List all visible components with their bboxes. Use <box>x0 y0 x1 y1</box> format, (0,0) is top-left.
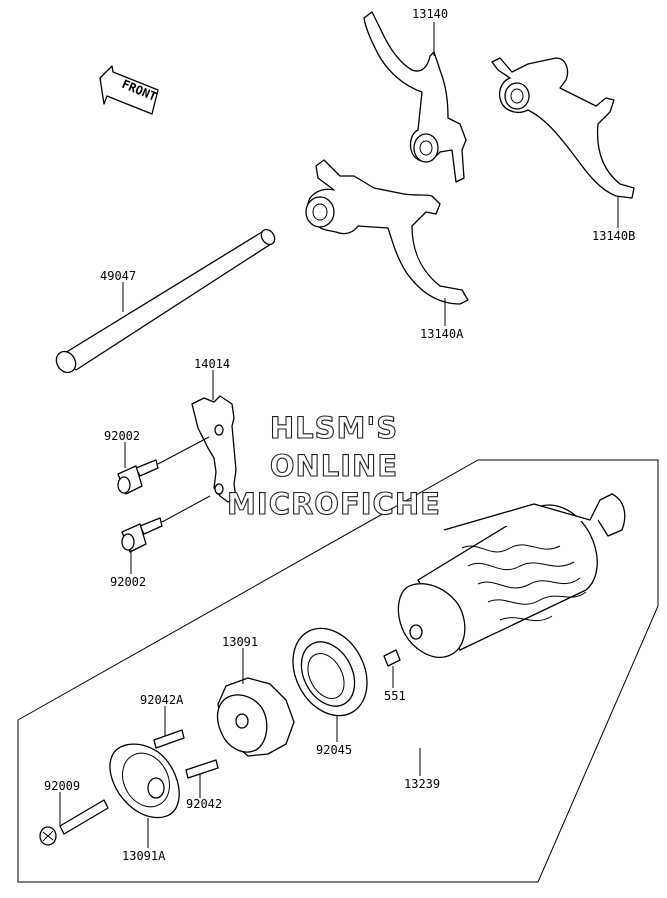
bolt-92002-bottom-drawing <box>121 495 211 553</box>
watermark-line-1: HLSM'S <box>270 411 398 445</box>
pin-92042A-drawing <box>153 729 185 749</box>
pin-92042-drawing <box>185 759 219 779</box>
watermark: HLSM'S ONLINE MICROFICHE <box>227 410 441 521</box>
shift-fork-13140A-drawing <box>305 159 469 305</box>
bearing-92045-drawing <box>292 627 368 717</box>
part-label-49047: 49047 <box>100 269 136 283</box>
part-label-13091: 13091 <box>222 635 258 649</box>
part-label-13140B: 13140B <box>592 229 635 243</box>
shift-fork-13140B-drawing <box>491 57 635 199</box>
part-label-13239: 13239 <box>404 777 440 791</box>
shaft-49047-drawing <box>55 228 276 374</box>
part-label-92002-top: 92002 <box>104 429 140 443</box>
screw-92009-drawing <box>39 799 109 846</box>
part-label-92002-bottom: 92002 <box>110 575 146 589</box>
leader-lines <box>59 22 619 848</box>
plate-14014-drawing <box>191 395 237 503</box>
front-arrow-icon: FRONT <box>99 65 159 115</box>
pin-551-drawing <box>383 649 401 667</box>
part-label-92042: 92042 <box>186 797 222 811</box>
part-label-13140A: 13140A <box>420 327 464 341</box>
plate-13091A-drawing <box>109 743 180 819</box>
part-label-92045: 92045 <box>316 743 352 757</box>
part-label-13091A: 13091A <box>122 849 166 863</box>
watermark-line-3: MICROFICHE <box>227 487 441 521</box>
part-label-92042A: 92042A <box>140 693 184 707</box>
watermark-line-2: ONLINE <box>270 449 398 483</box>
part-label-13140: 13140 <box>412 7 448 21</box>
cam-13091-drawing <box>216 677 295 757</box>
part-label-551: 551 <box>384 689 406 703</box>
bolt-92002-top-drawing <box>117 436 210 495</box>
shift-drum-drawing <box>397 493 626 658</box>
part-label-14014: 14014 <box>194 357 230 371</box>
shift-fork-13140-drawing <box>363 11 467 183</box>
drum-assembly-13239-outline <box>17 459 659 883</box>
part-label-92009: 92009 <box>44 779 80 793</box>
